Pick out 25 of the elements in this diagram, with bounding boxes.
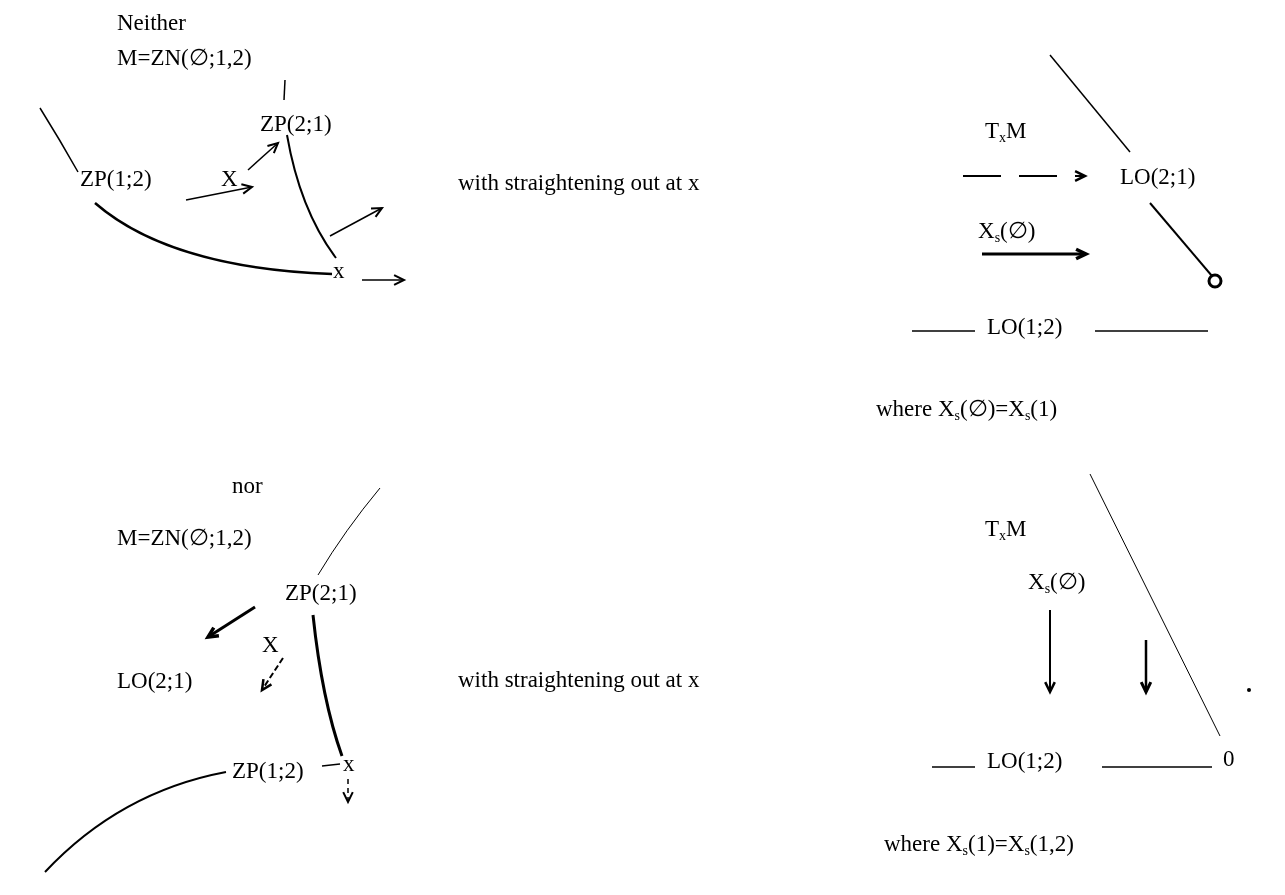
formula-label: LO(2;1)	[1120, 164, 1196, 190]
formula-label: ZP(2;1)	[285, 580, 357, 606]
formula-label: T$_{x}$M	[985, 118, 1027, 144]
formula-label: X	[262, 632, 279, 658]
formula-label: X$_{s}$(∅)	[1028, 569, 1086, 595]
formula-label: x	[343, 751, 355, 777]
formula-label: X	[221, 166, 238, 192]
text-label: where X$_{s}$(∅)=X$_{s}$(1)	[876, 396, 1058, 422]
formula-label: M=ZN(∅;1,2)	[117, 45, 252, 71]
formula-label: ZP(1;2)	[80, 166, 152, 192]
formula-label: ZP(1;2)	[232, 758, 304, 784]
formula-label: ZP(2;1)	[260, 111, 332, 137]
text-label: nor	[232, 473, 263, 499]
formula-label: LO(1;2)	[987, 748, 1063, 774]
text-label: Neither	[117, 10, 186, 36]
formula-label: X$_{s}$(∅)	[978, 218, 1036, 244]
text-label: with straightening out at x	[458, 170, 700, 196]
formula-label: x	[333, 258, 345, 284]
formula-label: LO(1;2)	[987, 314, 1063, 340]
text-label: where X$_{s}$(1)=X$_{s}$(1,2)	[884, 831, 1074, 857]
text-label: with straightening out at x	[458, 667, 700, 693]
formula-label: 0	[1223, 746, 1235, 772]
formula-label: LO(2;1)	[117, 668, 193, 694]
formula-label: T$_{x}$M	[985, 516, 1027, 542]
formula-label: M=ZN(∅;1,2)	[117, 525, 252, 551]
